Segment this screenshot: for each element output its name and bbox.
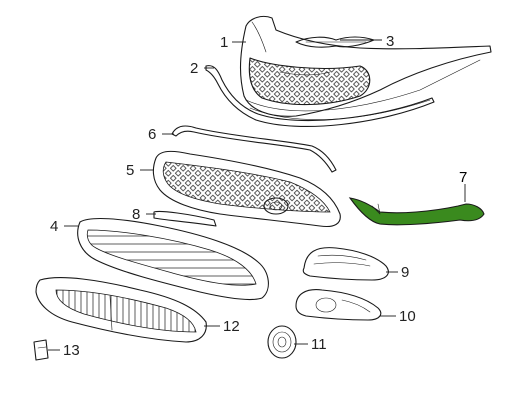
callout-8: 8 bbox=[132, 206, 140, 223]
part-10-fog-bezel-lower bbox=[295, 289, 382, 321]
callout-5: 5 bbox=[126, 162, 134, 179]
callout-12: 12 bbox=[223, 318, 240, 335]
part-2-upper-molding bbox=[205, 65, 435, 127]
callout-13: 13 bbox=[63, 342, 80, 359]
callout-10: 10 bbox=[399, 308, 416, 325]
callout-1: 1 bbox=[220, 34, 228, 51]
part-6-grille-molding bbox=[171, 125, 337, 173]
callout-3: 3 bbox=[386, 33, 394, 50]
callout-9: 9 bbox=[401, 264, 409, 281]
leader-lines bbox=[48, 39, 466, 351]
part-8-small-molding bbox=[153, 210, 217, 227]
part-11-fog-lamp bbox=[267, 325, 297, 359]
part-5-upper-grille bbox=[152, 150, 341, 228]
part-3-emblem bbox=[295, 36, 375, 48]
callout-6: 6 bbox=[148, 126, 156, 143]
callout-labels: 1 2 3 4 5 6 7 8 9 10 11 12 13 bbox=[50, 33, 467, 359]
part-12-air-shutter bbox=[35, 277, 207, 343]
part-1-front-fascia bbox=[240, 15, 492, 120]
part-7-lower-molding bbox=[348, 197, 485, 226]
callout-4: 4 bbox=[50, 218, 58, 235]
part-13-clip bbox=[33, 339, 49, 361]
callout-11: 11 bbox=[311, 336, 327, 353]
callout-2: 2 bbox=[190, 60, 198, 77]
part-4-lower-grille bbox=[77, 217, 269, 301]
part-9-fog-bezel bbox=[302, 247, 389, 281]
callout-7: 7 bbox=[459, 169, 467, 186]
